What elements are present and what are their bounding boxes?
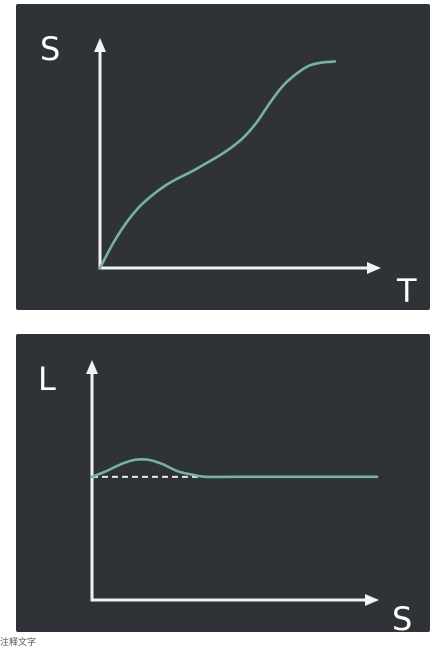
top-x-axis-label: T	[396, 272, 417, 310]
bottom-x-axis-label: S	[392, 600, 412, 632]
top-x-arrow-icon	[367, 262, 381, 274]
bottom-y-axis-label: L	[38, 360, 56, 398]
bottom-x-arrow-icon	[365, 594, 379, 606]
bottom-chart-svg: LS	[38, 360, 412, 632]
footer-caption: 注释文字	[0, 638, 37, 648]
bottom-y-arrow-icon	[86, 360, 98, 374]
bottom-series-line	[90, 458, 379, 479]
top-chart-svg: ST	[40, 30, 417, 310]
top-series-line	[98, 60, 337, 270]
top-y-arrow-icon	[94, 38, 106, 52]
top-y-axis-label: S	[40, 30, 60, 68]
